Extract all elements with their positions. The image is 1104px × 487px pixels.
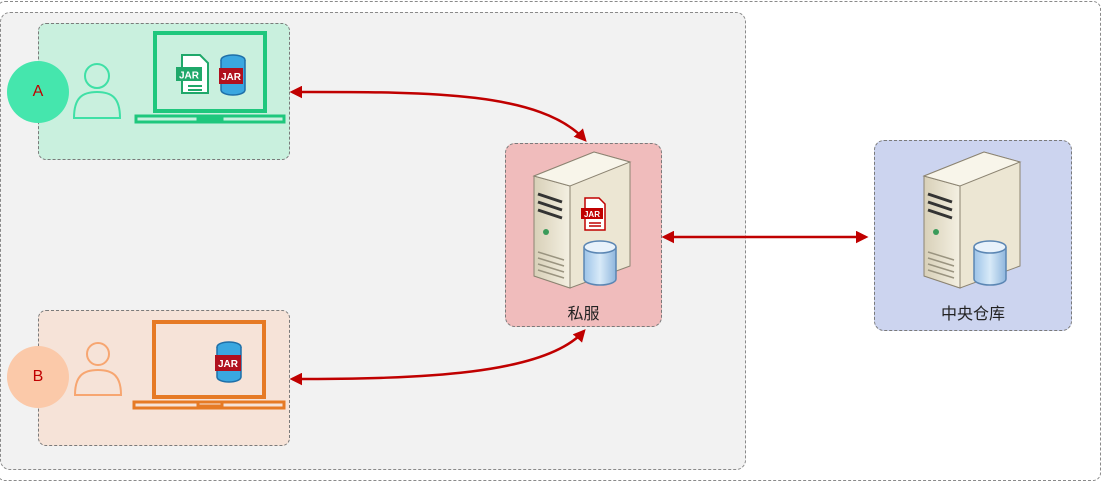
database-icon (973, 240, 1007, 286)
jar-file-icon-label: JAR (584, 210, 600, 219)
client-b-badge: B (7, 346, 69, 408)
client-a-badge: A (7, 61, 69, 123)
client-b-box (38, 310, 290, 446)
client-a-box (38, 23, 290, 160)
arrow-client-b-to-private-server (289, 329, 586, 386)
laptop-icon (134, 31, 286, 124)
jar-file-icon-label: JAR (179, 71, 200, 82)
user-icon (73, 342, 123, 396)
jar-database-icon-label: JAR (221, 72, 242, 83)
jar-database-icon-label: JAR (218, 359, 239, 370)
arrow-client-a-to-private-server (289, 85, 587, 142)
client-a-badge-label: A (32, 83, 44, 100)
laptop-icon (132, 320, 286, 410)
client-b-badge-label: B (32, 368, 44, 385)
user-icon (72, 63, 122, 119)
jar-database-icon: JAR (219, 54, 246, 96)
jar-file-icon: JAR (176, 54, 209, 94)
database-icon (583, 240, 617, 286)
jar-file-icon: JAR (581, 197, 606, 231)
jar-database-icon: JAR (215, 341, 242, 383)
private-server-label: 私服 (567, 306, 600, 323)
central-repository-label: 中央仓库 (940, 306, 1005, 323)
